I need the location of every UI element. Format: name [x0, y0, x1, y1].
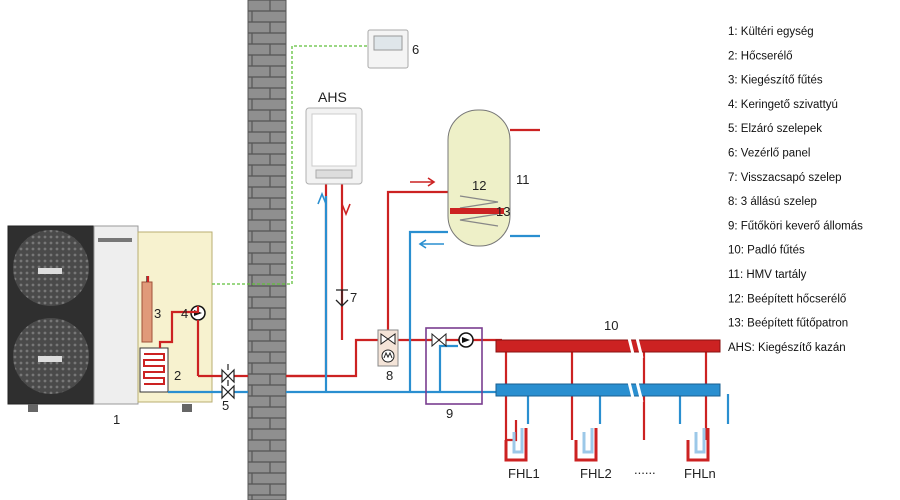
label-coil: 12 [472, 178, 486, 193]
label-panel: 6 [412, 42, 419, 57]
legend-item: AHS: Kiegészítő kazán [728, 342, 846, 354]
shutoff-valve-icon [221, 364, 235, 400]
legend-item: 2: Hőcserélő [728, 50, 793, 62]
label-mixing-station: 9 [446, 406, 453, 421]
label-heater-rod: 13 [496, 204, 510, 219]
label-exchanger: 2 [174, 368, 181, 383]
legend-item: 3: Kiegészítő fűtés [728, 75, 823, 87]
legend-item: 9: Fűtőköri keverő állomás [728, 220, 863, 232]
heat-exchanger [139, 347, 169, 393]
backup-heater [141, 276, 153, 343]
boiler-icon [305, 107, 363, 185]
pipe-network [146, 128, 730, 442]
legend: 1: Kültéri egység 2: Hőcserélő 3: Kiegészí… [728, 26, 863, 354]
brick-wall-icon [247, 0, 287, 500]
label-fhl2: FHL2 [580, 466, 612, 481]
legend-item: 7: Visszacsapó szelep [728, 172, 842, 184]
legend-item: 13: Beépített fűtőpatron [728, 318, 848, 330]
floor-loops [504, 428, 710, 462]
motorized-valve-icon [377, 329, 399, 367]
check-valve-icon [335, 289, 349, 307]
legend-item: 1: Kültéri egység [728, 26, 814, 38]
label-pump: 4 [181, 306, 188, 321]
label-heater: 3 [154, 306, 161, 321]
labels: 1 2 3 4 5 6 7 8 9 10 11 12 13 AHS FHL1 F… [113, 42, 716, 481]
label-tank: 11 [516, 172, 530, 187]
label-valves: 5 [222, 398, 229, 413]
label-check-valve: 7 [350, 290, 357, 305]
legend-item: 6: Vezérlő panel [728, 148, 810, 160]
floor-heating-manifold [495, 333, 721, 403]
label-dots: ...... [634, 462, 656, 477]
outdoor-unit [7, 225, 192, 412]
brand-logo [98, 238, 132, 242]
label-fhl1: FHL1 [508, 466, 540, 481]
legend-item: 12: Beépített hőcserélő [728, 293, 846, 305]
flow-arrows [317, 177, 444, 249]
dhw-tank [447, 109, 511, 247]
legend-item: 8: 3 állású szelep [728, 196, 817, 208]
legend-item: 5: Elzáró szelepek [728, 123, 822, 135]
label-three-way: 8 [386, 368, 393, 383]
label-fhln: FHLn [684, 466, 716, 481]
label-ahs: AHS [318, 89, 347, 105]
mixing-station [425, 327, 483, 405]
label-outdoor-unit: 1 [113, 412, 120, 427]
legend-item: 4: Keringető szivattyú [728, 99, 838, 111]
legend-item: 10: Padló fűtés [728, 245, 805, 257]
control-wire [212, 45, 368, 285]
label-floor-heating: 10 [604, 318, 618, 333]
legend-item: 11: HMV tartály [728, 269, 807, 281]
control-panel-icon [367, 29, 409, 69]
